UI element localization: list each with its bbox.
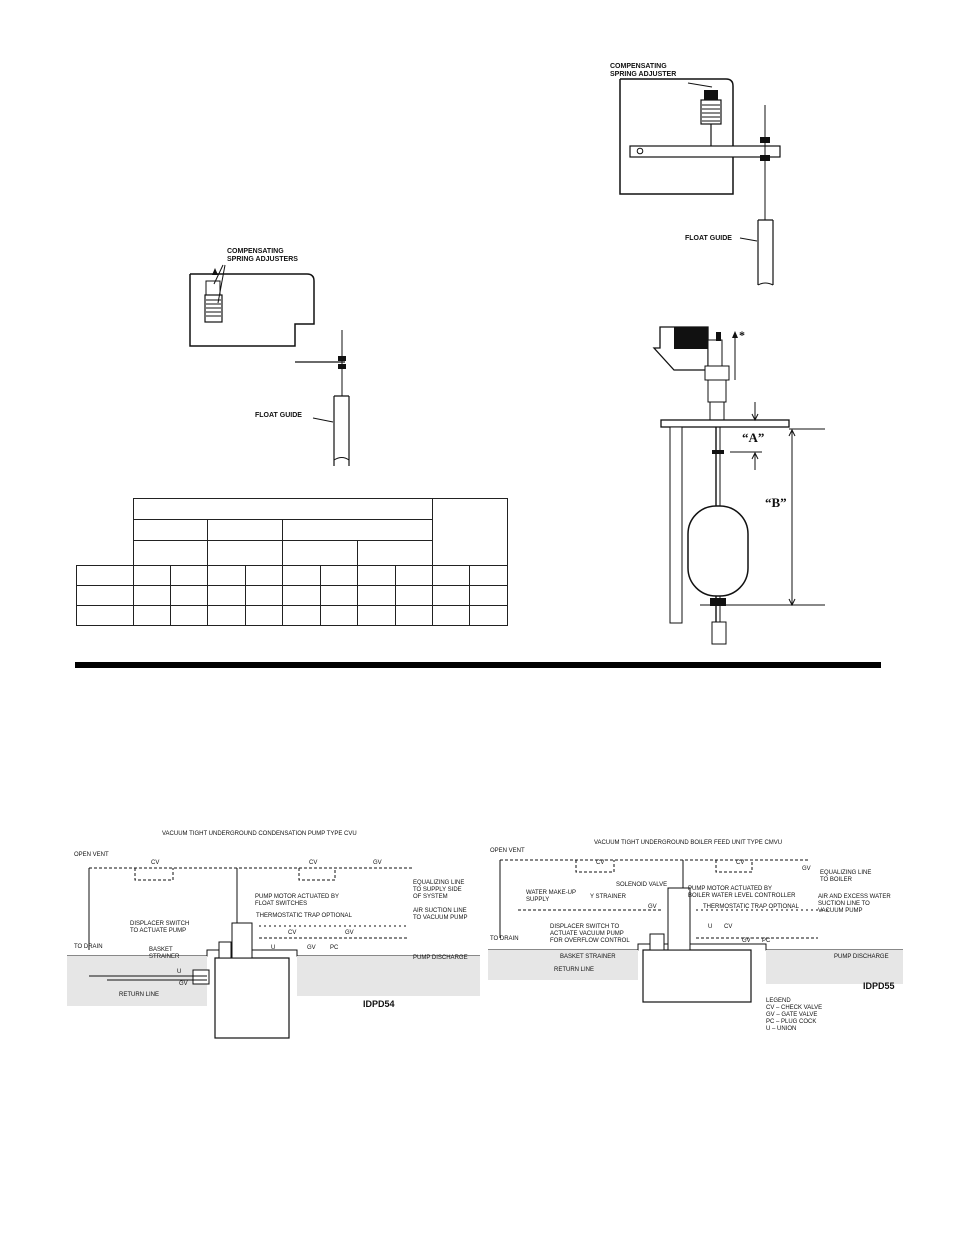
cvu-gv-mid: GV <box>307 945 316 951</box>
cmvu-cv2: CV <box>736 860 745 866</box>
cvu-gv-r: GV <box>345 930 354 936</box>
cvu-pump-discharge: PUMP DISCHARGE <box>413 955 468 961</box>
cvu-u2: U <box>271 945 276 951</box>
cmvu-y-strainer: Y STRAINER <box>590 894 626 900</box>
cmvu-cv1: CV <box>596 860 605 866</box>
piping-diagram-cmvu: VACUUM TIGHT UNDERGROUND BOILER FEED UNI… <box>488 838 903 1043</box>
float-drawing <box>652 326 825 645</box>
cmvu-thermostatic: THERMOSTATIC TRAP OPTIONAL <box>703 904 799 910</box>
table-row <box>76 605 508 626</box>
cmvu-gv-mid: GV <box>742 938 751 944</box>
legend-item: CV – CHECK VALVE <box>766 1005 823 1011</box>
cvu-air-suction: AIR SUCTION LINE TO VACUUM PUMP <box>413 908 468 921</box>
cmvu-to-drain: TO DRAIN <box>490 936 519 942</box>
cvu-gv-left: GV <box>179 981 188 987</box>
asterisk-note: * <box>739 328 745 342</box>
cmvu-open-vent: OPEN VENT <box>490 848 525 854</box>
table-row <box>76 565 508 586</box>
spring-adjusters-drawing <box>189 264 350 466</box>
cvu-pump-motor: PUMP MOTOR ACTUATED BY FLOAT SWITCHES <box>255 894 340 907</box>
cmvu-basket: BASKET STRAINER <box>560 954 616 960</box>
label-float-guide-left: FLOAT GUIDE <box>255 412 302 419</box>
cmvu-water-makeup: WATER MAKE-UP SUPPLY <box>526 890 577 903</box>
cvu-cv1: CV <box>151 860 160 866</box>
cmvu-air-excess: AIR AND EXCESS WATER SUCTION LINE TO VAC… <box>818 894 891 914</box>
dimension-b-label: “B” <box>765 495 787 510</box>
cvu-equalizing: EQUALIZING LINE TO SUPPLY SIDE OF SYSTEM <box>413 880 465 900</box>
spec-table <box>76 498 508 626</box>
figure-spring-adjusters-double: COMPENSATING SPRING ADJUSTERS FLOAT GUID… <box>87 248 382 472</box>
figure-spring-adjuster-single: COMPENSATING SPRING ADJUSTER FLOAT GUIDE <box>528 55 793 300</box>
cvu-displacer: DISPLACER SWITCH TO ACTUATE PUMP <box>130 921 190 934</box>
spring-adjuster-drawing <box>619 78 781 286</box>
cvu-pc: PC <box>330 945 339 951</box>
cvu-thermostatic: THERMOSTATIC TRAP OPTIONAL <box>256 913 352 919</box>
label-compensating-spring-adjuster: COMPENSATING SPRING ADJUSTER <box>610 63 677 78</box>
cvu-to-drain: TO DRAIN <box>74 944 103 950</box>
cvu-cv2: CV <box>309 860 318 866</box>
cvu-gv-top: GV <box>373 860 382 866</box>
cmvu-title: VACUUM TIGHT UNDERGROUND BOILER FEED UNI… <box>594 840 783 846</box>
legend-item: GV – GATE VALVE <box>766 1012 818 1018</box>
cmvu-solenoid: SOLENOID VALVE <box>616 882 668 888</box>
cmvu-cv-mid: CV <box>724 924 733 930</box>
label-compensating-spring-adjusters: COMPENSATING SPRING ADJUSTERS <box>227 248 298 263</box>
table-row <box>76 585 508 606</box>
cvu-return-line: RETURN LINE <box>119 992 160 998</box>
cvu-ident: IDPD54 <box>363 999 395 1009</box>
cmvu-gv-top: GV <box>802 866 811 872</box>
legend-item: U – UNION <box>766 1026 797 1032</box>
label-float-guide: FLOAT GUIDE <box>685 235 732 242</box>
dimension-a-label: “A” <box>742 430 765 445</box>
piping-diagram-cvu: VACUUM TIGHT UNDERGROUND CONDENSATION PU… <box>67 828 480 1043</box>
cmvu-equalizing: EQUALIZING LINE TO BOILER <box>820 870 872 883</box>
cvu-u1: U <box>177 969 182 975</box>
cmvu-gv: GV <box>648 904 657 910</box>
cmvu-displacer: DISPLACER SWITCH TO ACTUATE VACUUM PUMP … <box>550 924 630 944</box>
legend-title: LEGEND <box>766 998 791 1004</box>
cvu-cv-mid: CV <box>288 930 297 936</box>
cvu-piping-drawing <box>67 828 480 1043</box>
cmvu-piping-drawing <box>488 838 903 1043</box>
section-divider <box>75 662 881 668</box>
cmvu-ident: IDPD55 <box>863 981 895 991</box>
cmvu-return-line: RETURN LINE <box>554 967 595 973</box>
legend-item: PC – PLUG COCK <box>766 1019 817 1025</box>
cmvu-pc: PC <box>762 938 771 944</box>
cmvu-pump-motor: PUMP MOTOR ACTUATED BY BOILER WATER LEVE… <box>688 886 796 899</box>
cmvu-u: U <box>708 924 713 930</box>
cmvu-pump-discharge: PUMP DISCHARGE <box>834 954 889 960</box>
figure-float-dimensions: * “A” “B” <box>650 322 830 652</box>
cvu-title: VACUUM TIGHT UNDERGROUND CONDENSATION PU… <box>162 831 357 837</box>
cvu-basket: BASKET STRAINER <box>149 947 180 960</box>
cvu-open-vent: OPEN VENT <box>74 852 109 858</box>
